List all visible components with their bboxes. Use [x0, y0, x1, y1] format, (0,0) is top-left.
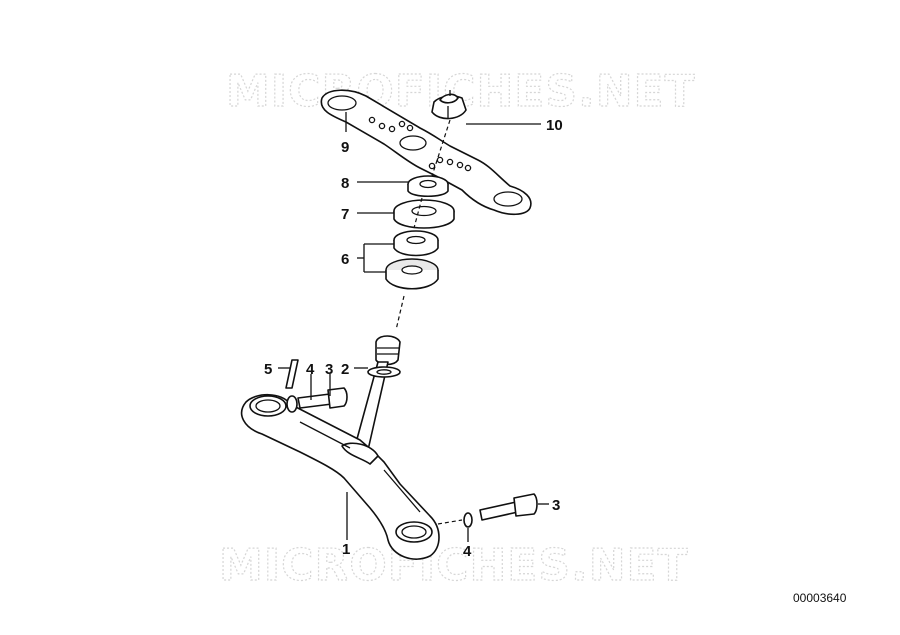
callout-2: 2 [341, 361, 349, 378]
cap-nut [431, 90, 467, 120]
steering-stem [353, 335, 401, 451]
callout-5: 5 [264, 361, 272, 378]
dust-seal [393, 199, 455, 229]
leader-lines [278, 112, 549, 542]
bolt-lower [479, 493, 538, 521]
callout-3-upper: 3 [325, 361, 333, 378]
pin [285, 359, 299, 389]
callout-3-lower: 3 [552, 497, 560, 514]
plate-hole-right [493, 191, 523, 207]
bearing-lower [385, 258, 439, 290]
upper-fork-bridge [320, 89, 532, 216]
callout-4-lower: 4 [463, 543, 472, 560]
plate-hole-left [327, 95, 357, 111]
washer-lower [463, 512, 473, 528]
callout-4-upper: 4 [306, 361, 315, 378]
watermark-top: MICROFICHES.NET [226, 66, 696, 117]
callout-8: 8 [341, 175, 349, 192]
plate-hole-center [399, 135, 427, 151]
watermark-bottom: MICROFICHES.NET [219, 540, 689, 591]
washer-upper [286, 395, 298, 413]
callout-9: 9 [341, 139, 349, 156]
callout-6: 6 [341, 251, 349, 268]
diagram-reference-number: 00003640 [793, 591, 847, 605]
bolt-upper [297, 387, 348, 409]
callout-1: 1 [342, 541, 350, 558]
callout-7: 7 [341, 206, 349, 223]
callout-10: 10 [546, 117, 563, 134]
slotted-nut [407, 175, 449, 198]
bearing-upper [393, 230, 439, 257]
lower-fork-bridge [240, 393, 440, 560]
